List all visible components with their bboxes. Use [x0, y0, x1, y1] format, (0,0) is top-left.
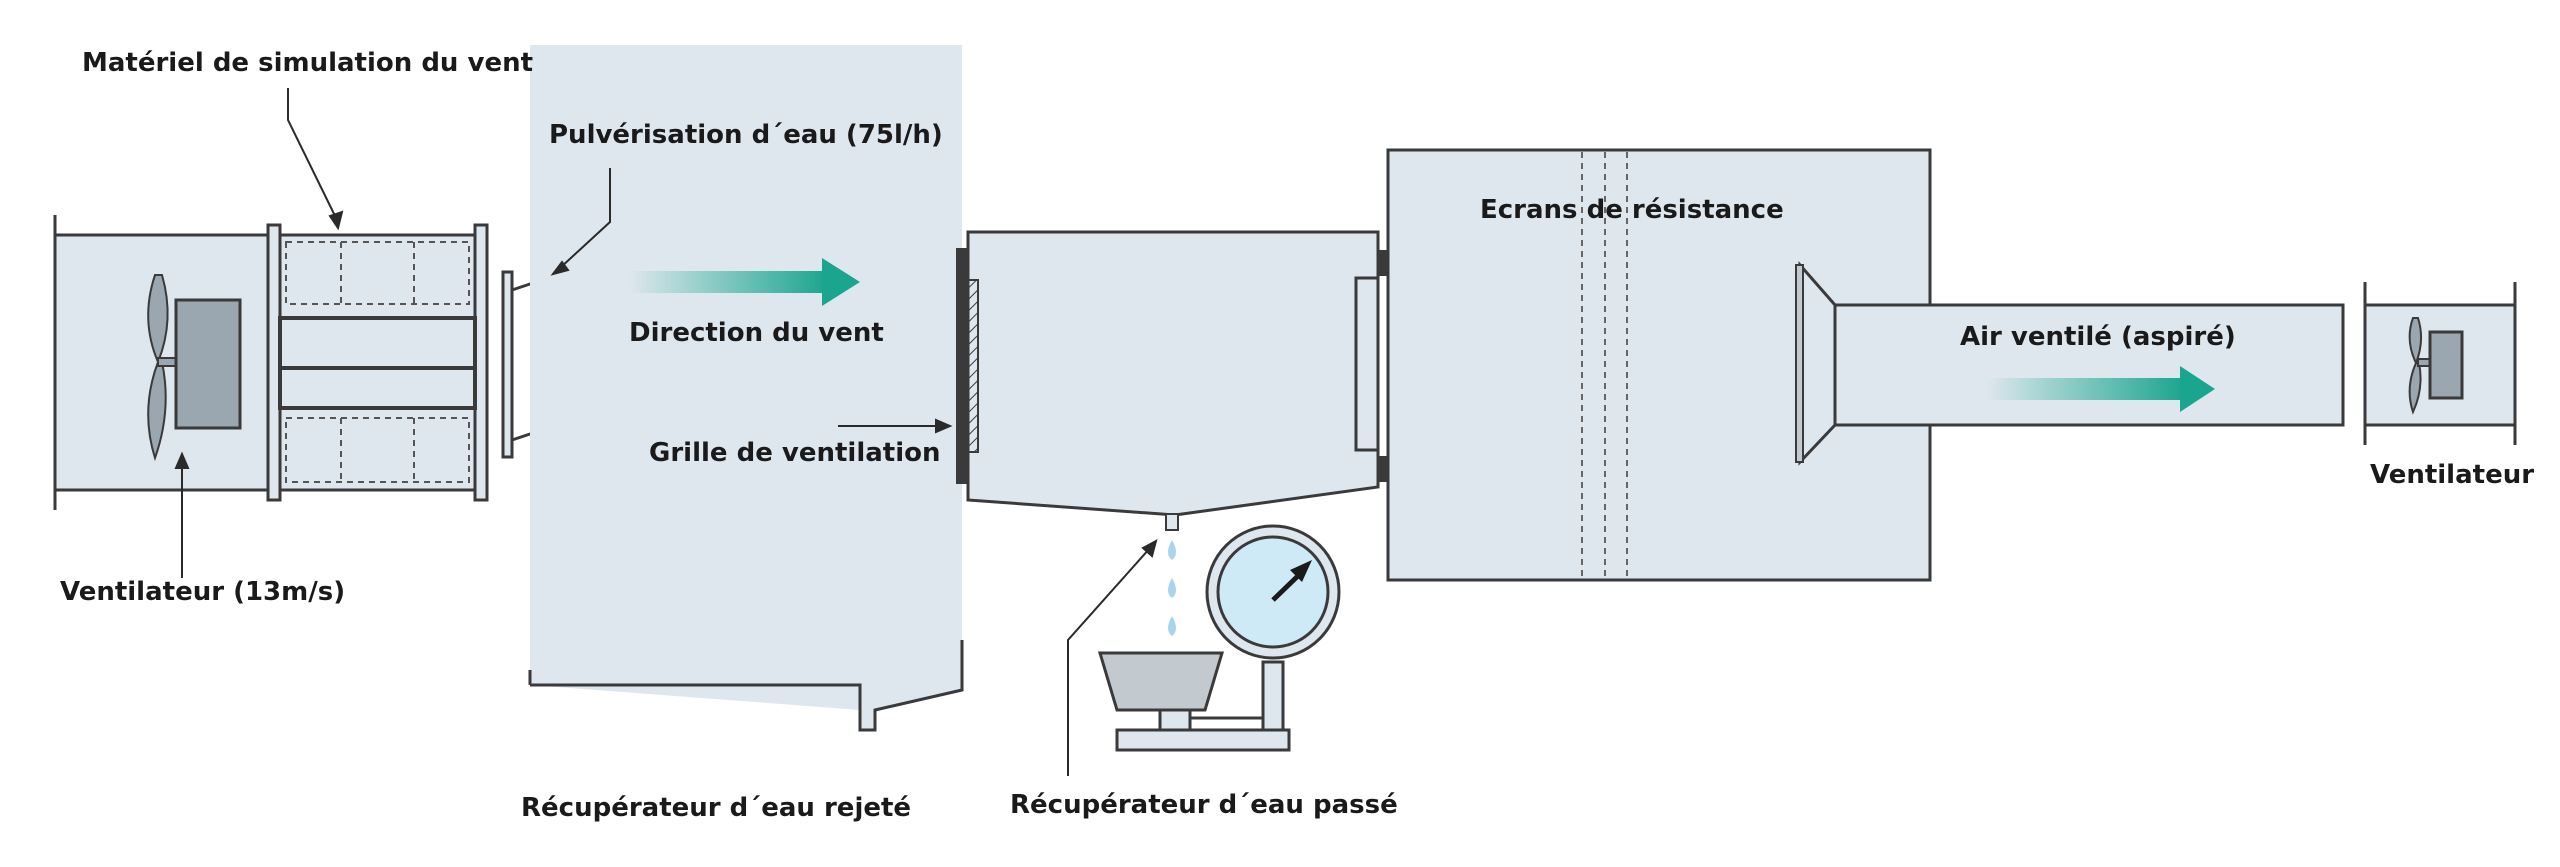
leader-passed-water — [1067, 547, 1151, 776]
label-resistance-screens: Ecrans de résistance — [1480, 195, 1784, 225]
label-ventilation-grid: Grille de ventilation — [649, 438, 941, 468]
left-fan-icon — [147, 274, 242, 462]
label-wind-direction: Direction du vent — [629, 318, 884, 348]
label-fan-left: Ventilateur (13m/s) — [60, 577, 346, 607]
test-chamber — [956, 230, 1387, 531]
label-ventilated-air: Air ventilé (aspiré) — [1960, 322, 2236, 352]
leader-lines — [174, 88, 1158, 776]
ventilated-air-arrow — [1985, 366, 2215, 412]
label-rejected-water-collector: Récupérateur d´eau rejeté — [521, 793, 912, 823]
outlet-duct — [1795, 261, 2345, 466]
wind-simulation-material — [266, 223, 489, 502]
label-fan-right: Ventilateur — [2370, 460, 2535, 490]
leader-simulation-material — [287, 88, 339, 223]
drip-nozzle — [1165, 513, 1179, 531]
label-simulation-material: Matériel de simulation du vent — [82, 48, 534, 78]
wind-direction-arrow — [628, 258, 860, 306]
leader-water-spray — [559, 168, 611, 269]
right-fan-unit — [2363, 282, 2517, 445]
right-fan-icon — [2408, 317, 2464, 415]
label-water-spray: Pulvérisation d´eau (75l/h) — [549, 120, 943, 150]
weighing-scale-icon — [1097, 524, 1341, 752]
ventilation-grid — [957, 279, 979, 453]
spray-chamber — [528, 45, 964, 732]
water-drops — [1168, 540, 1176, 636]
label-passed-water-collector: Récupérateur d´eau passé — [1010, 790, 1398, 820]
left-fan-unit — [53, 215, 549, 510]
